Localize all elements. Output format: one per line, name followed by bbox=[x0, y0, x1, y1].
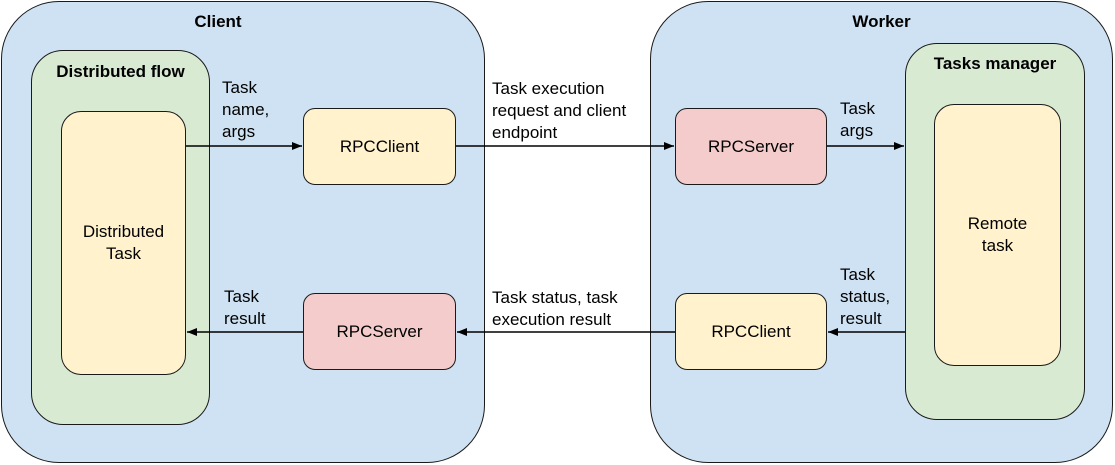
client-rpc-server: RPCServer bbox=[303, 293, 456, 370]
distributed-flow-title: Distributed flow bbox=[56, 62, 185, 81]
worker-title: Worker bbox=[852, 12, 911, 31]
label-status-result: Task status, task execution result bbox=[492, 288, 618, 329]
label-task-result: Task result bbox=[224, 287, 266, 328]
distributed-task bbox=[61, 111, 186, 375]
label-task-name-args: Task name, args bbox=[222, 78, 270, 141]
remote-task-label: Remote task bbox=[967, 214, 1028, 255]
worker-rpc-client: RPCClient bbox=[675, 293, 827, 370]
label-exec-request: Task execution request and client endpoi… bbox=[492, 79, 627, 142]
client-title: Client bbox=[194, 12, 242, 31]
label-task-args: Task args bbox=[840, 99, 875, 140]
client-rpc-client: RPCClient bbox=[303, 108, 456, 185]
distributed-task-label: Distributed Task bbox=[82, 222, 165, 263]
label-task-status-result: Task status, result bbox=[840, 265, 891, 328]
remote-task bbox=[934, 104, 1061, 366]
tasks-manager-title: Tasks manager bbox=[933, 54, 1057, 73]
worker-rpc-server: RPCServer bbox=[675, 108, 827, 185]
